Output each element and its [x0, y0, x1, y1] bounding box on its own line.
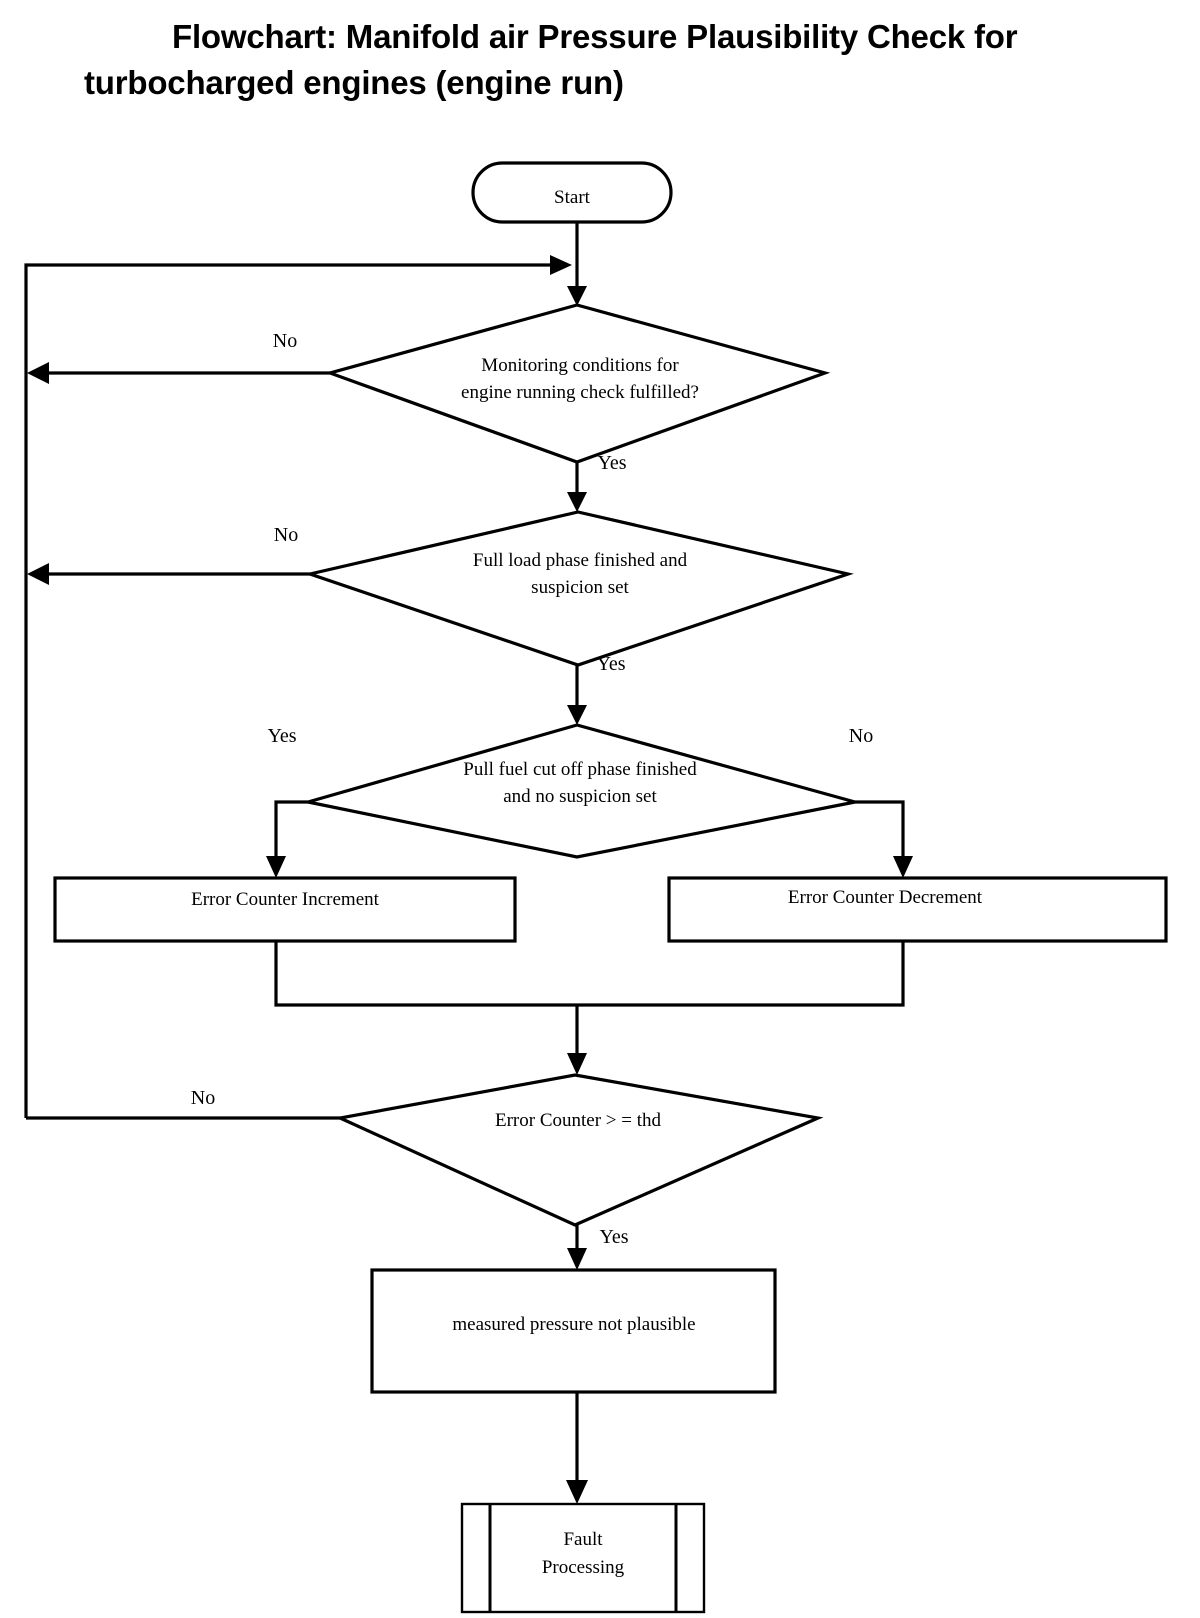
page-title: Flowchart: Manifold air Pressure Plausib… [0, 14, 1160, 106]
edge-label-decision3-yes: Yes [267, 725, 296, 747]
start-label: Start [554, 187, 591, 208]
decision1-label-line-2: engine running check fulfilled? [461, 382, 699, 403]
node-fault-processing[interactable]: Fault Processing [460, 1502, 706, 1614]
decision1-label-line-1: Monitoring conditions for [481, 355, 679, 376]
edge-label-decision2-yes: Yes [596, 653, 625, 675]
node-measured-pressure-not-plausible[interactable]: measured pressure not plausible [370, 1268, 777, 1394]
arrowhead-notplausible-to-fault [566, 1480, 588, 1504]
node-decision-monitoring-conditions[interactable]: Monitoring conditions for engine running… [324, 303, 831, 464]
edge-label-decision3-no: No [849, 725, 873, 747]
edge-label-decision1-yes: Yes [597, 452, 626, 474]
edge-label-decision4-yes: Yes [599, 1226, 628, 1248]
arrowhead-decision1-no [27, 362, 49, 384]
decision4-label: Error Counter > = thd [495, 1110, 662, 1131]
edge-decision3-yes [274, 800, 308, 870]
node-decision-full-load-phase[interactable]: Full load phase finished and suspicion s… [304, 510, 854, 667]
decision1-shape [324, 303, 831, 464]
arrowhead-decision2-yes [567, 705, 587, 725]
decision4-shape [334, 1073, 824, 1227]
decision3-label-line-2: and no suspicion set [503, 786, 657, 807]
edge-loopback-rail [24, 263, 563, 1118]
arrowhead-loopback-into-spine [550, 255, 572, 275]
edge-label-decision4-no: No [191, 1087, 215, 1109]
increment-shape [53, 876, 517, 943]
decision2-label-line-2: suspicion set [531, 577, 629, 598]
decision3-label-line-1: Pull fuel cut off phase finished [463, 759, 697, 780]
page-title-line-1: Flowchart: Manifold air Pressure Plausib… [172, 18, 1018, 55]
decrement-shape [667, 876, 1168, 943]
fault-label-line-1: Fault [563, 1529, 603, 1550]
arrowhead-decision3-no [893, 856, 913, 878]
fault-shape [460, 1502, 706, 1614]
node-start[interactable]: Start [471, 161, 673, 224]
arrowhead-decision4-yes [567, 1248, 587, 1270]
edge-label-decision1-no: No [273, 330, 297, 352]
notplausible-shape [370, 1268, 777, 1394]
decision2-shape [304, 510, 854, 667]
node-decision-pull-fuel-cut-off[interactable]: Pull fuel cut off phase finished and no … [307, 723, 856, 859]
connectors [24, 222, 913, 1504]
node-error-counter-increment[interactable]: Error Counter Increment [53, 876, 517, 943]
notplausible-label: measured pressure not plausible [452, 1314, 695, 1335]
arrowhead-decision3-yes [266, 856, 286, 878]
edge-label-decision2-no: No [274, 524, 298, 546]
fault-label-line-2: Processing [542, 1557, 625, 1578]
node-error-counter-decrement[interactable]: Error Counter Decrement [667, 876, 1168, 943]
arrowhead-decision1-yes [567, 492, 587, 512]
page-title-line-2: turbocharged engines (engine run) [84, 64, 624, 102]
edge-merge-counters [274, 941, 905, 1007]
decrement-label: Error Counter Decrement [788, 887, 983, 908]
edge-decision3-no [855, 800, 905, 870]
arrowhead-merge-to-decision4 [567, 1053, 587, 1075]
node-decision-error-counter-threshold[interactable]: Error Counter > = thd [334, 1073, 824, 1227]
edge-labels: No Yes No Yes Yes No No Yes [191, 330, 873, 1248]
increment-label: Error Counter Increment [191, 889, 380, 910]
decision3-shape [307, 723, 856, 859]
arrowhead-decision2-no [27, 563, 49, 585]
start-shape [471, 161, 673, 224]
decision2-label-line-1: Full load phase finished and [473, 550, 688, 571]
arrowhead-start-to-decision1 [567, 286, 587, 306]
